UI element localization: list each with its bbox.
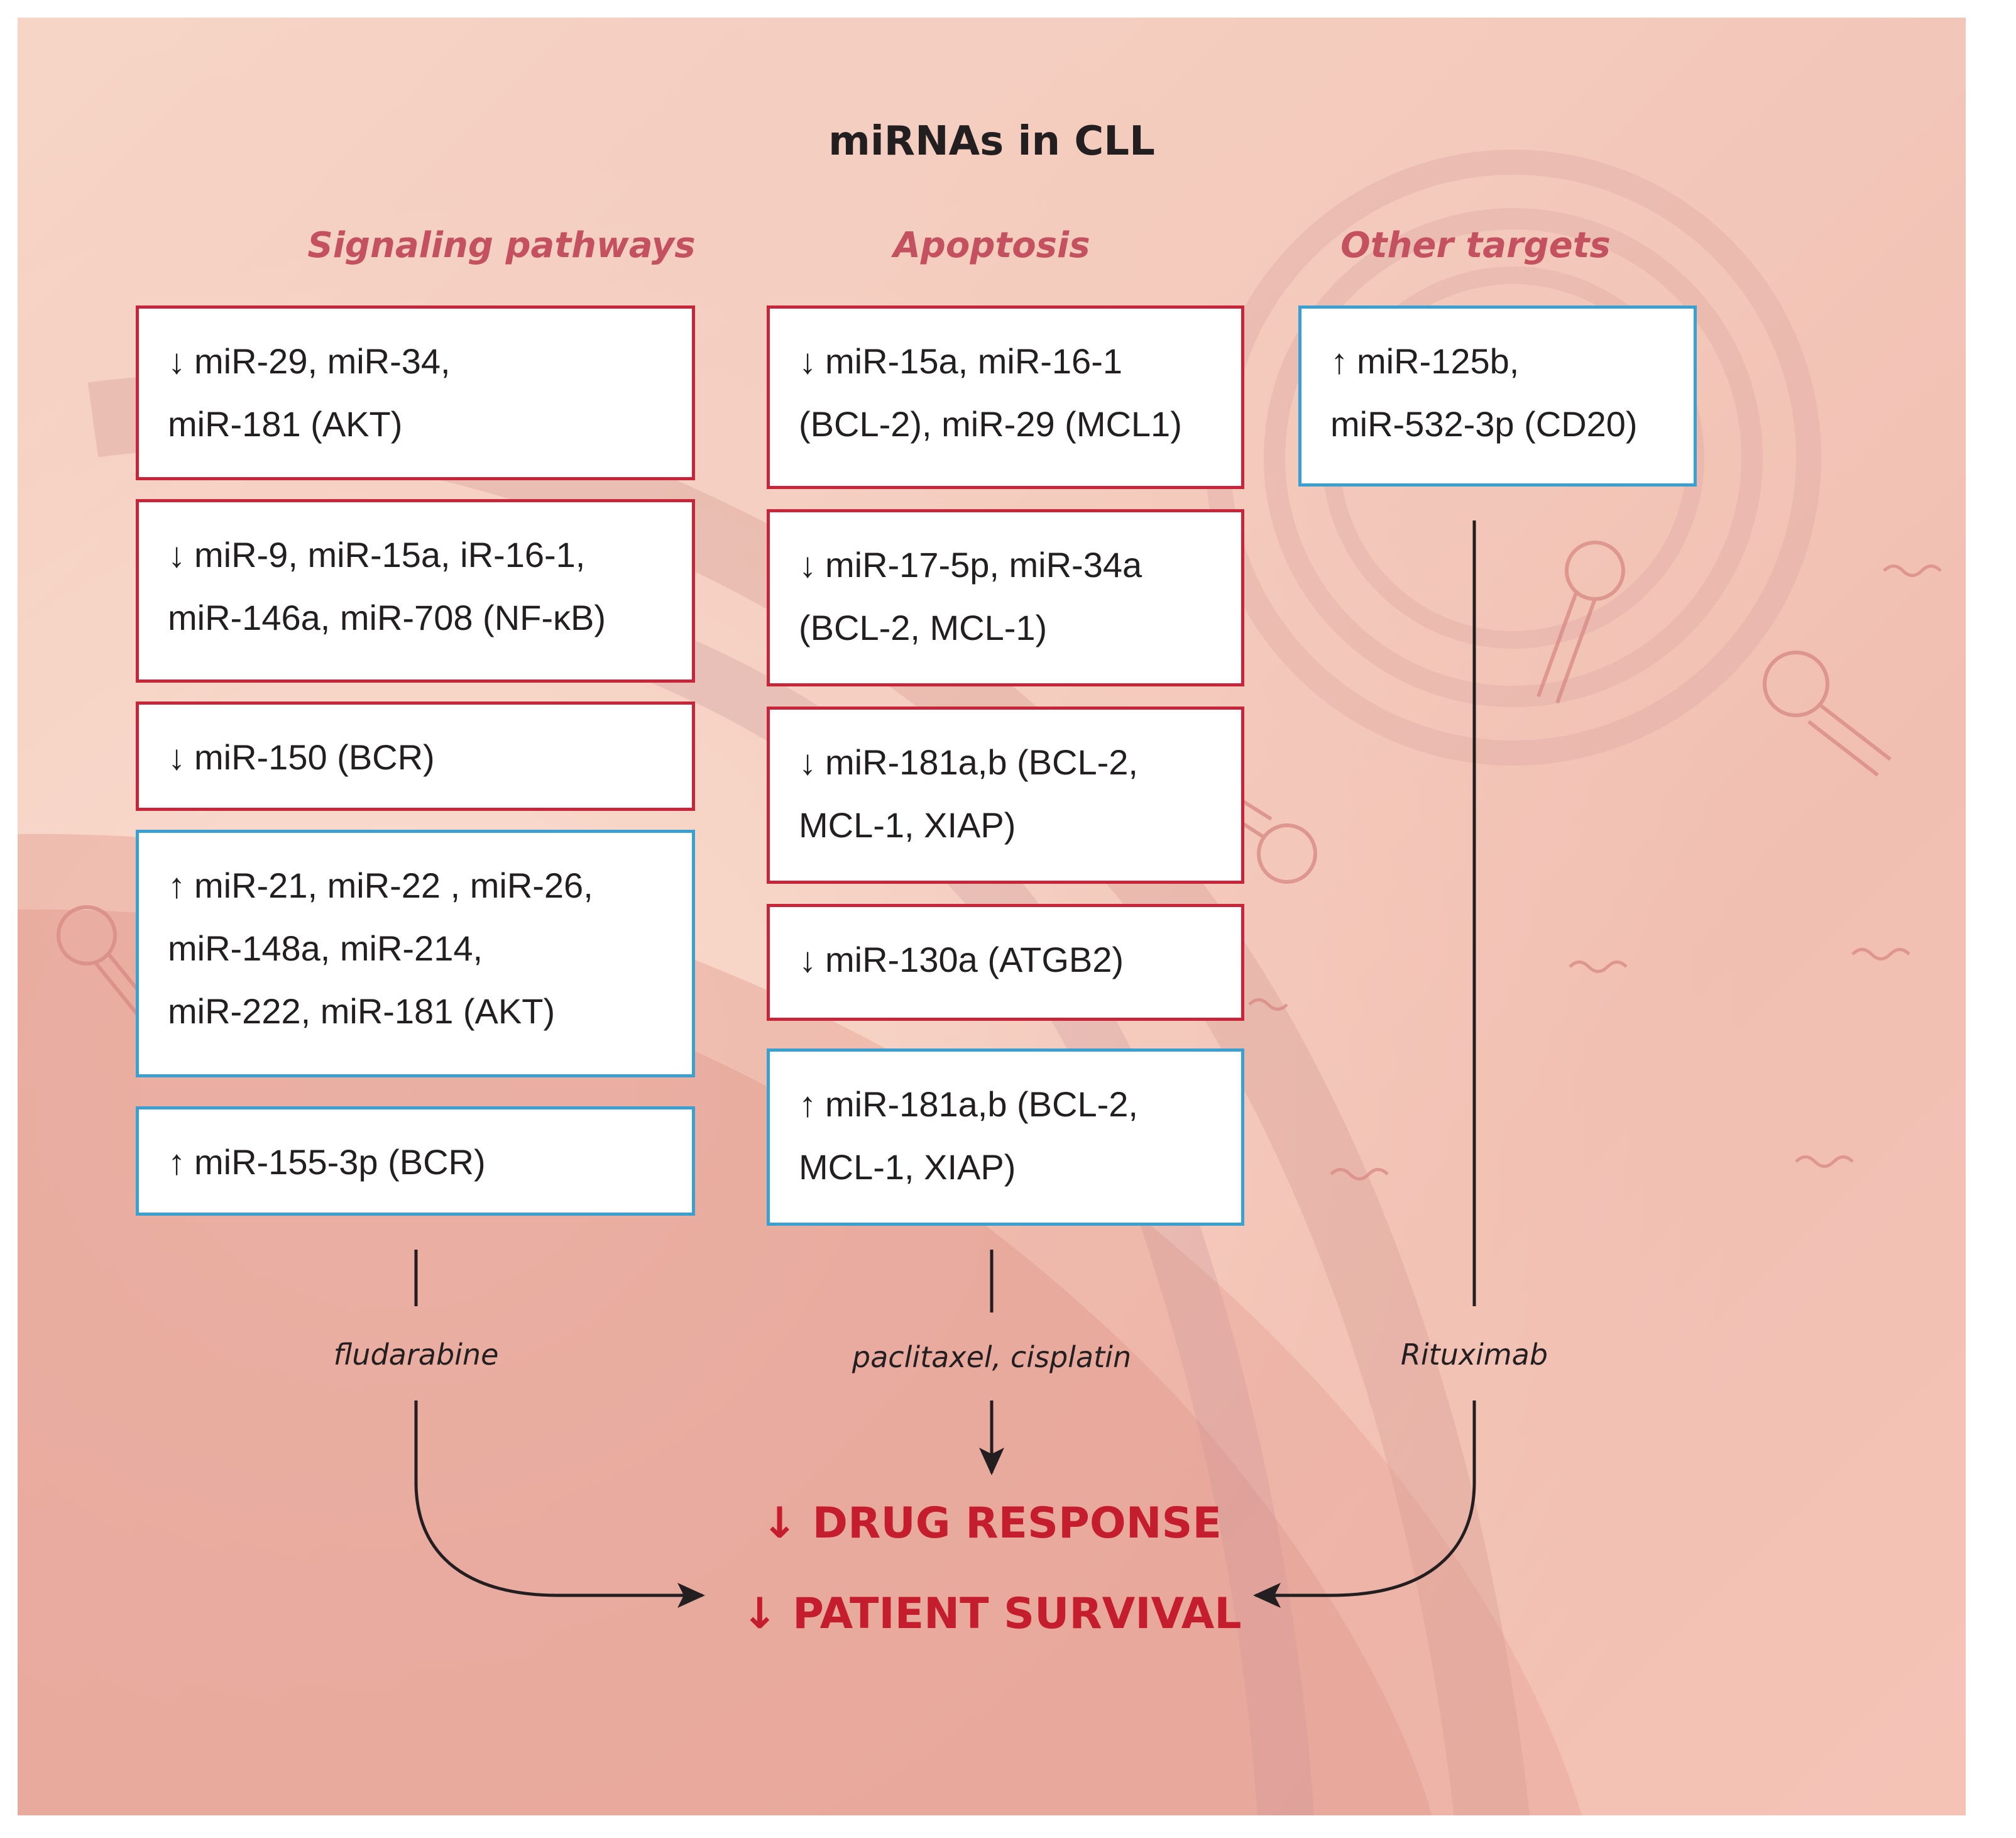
box-text: miR-9, miR-15a, iR-16-1, miR-146a, miR-7… <box>168 535 606 637</box>
down-arrow-icon: ↓ <box>168 535 185 575</box>
diagram-frame: miRNAs in CLL Signaling pathways Apoptos… <box>18 18 1966 1815</box>
box-apoptosis-1: ↓miR-15a, miR-16-1 (BCL-2), miR-29 (MCL1… <box>767 305 1244 489</box>
box-text: miR-17-5p, miR-34a (BCL-2, MCL-1) <box>799 545 1142 647</box>
up-arrow-icon: ↑ <box>799 1084 816 1124</box>
down-arrow-icon: ↓ <box>799 545 816 585</box>
up-arrow-icon: ↑ <box>1330 341 1348 381</box>
heading-other-targets: Other targets <box>1340 225 1611 266</box>
heading-apoptosis: Apoptosis <box>893 225 1090 266</box>
box-text: miR-130a (ATGB2) <box>825 940 1124 979</box>
down-arrow-icon: ↓ <box>168 341 185 381</box>
box-apoptosis-5: ↑miR-181a,b (BCL-2, MCL-1, XIAP) <box>767 1048 1244 1226</box>
down-arrow-icon: ↓ <box>168 737 185 777</box>
drug-label-rituximab: Rituximab <box>1400 1338 1548 1372</box>
box-apoptosis-2: ↓miR-17-5p, miR-34a (BCL-2, MCL-1) <box>767 509 1244 686</box>
flow-arrows <box>414 520 1476 1608</box>
heading-signaling-pathways: Signaling pathways <box>307 225 696 266</box>
box-text: miR-21, miR-22 , miR-26, miR-148a, miR-2… <box>168 866 593 1031</box>
box-text: miR-155-3p (BCR) <box>194 1142 486 1182</box>
diagram-title: miRNAs in CLL <box>828 118 1155 165</box>
box-signaling-3: ↓miR-150 (BCR) <box>136 702 695 811</box>
outcome-drug-response: ↓ DRUG RESPONSE <box>762 1499 1222 1548</box>
box-signaling-2: ↓miR-9, miR-15a, iR-16-1, miR-146a, miR-… <box>136 499 695 683</box>
box-text: miR-181a,b (BCL-2, MCL-1, XIAP) <box>799 1084 1138 1187</box>
down-arrow-icon: ↓ <box>799 341 816 381</box>
outcome-patient-survival: ↓ PATIENT SURVIVAL <box>742 1589 1242 1639</box>
down-arrow-icon: ↓ <box>799 742 816 782</box>
arrow-fludarabine <box>414 1401 705 1608</box>
arrow-rituximab <box>1253 1401 1476 1608</box>
box-text: miR-29, miR-34, miR-181 (AKT) <box>168 341 451 444</box>
drug-label-fludarabine: fludarabine <box>333 1338 499 1372</box>
box-apoptosis-3: ↓miR-181a,b (BCL-2, MCL-1, XIAP) <box>767 707 1244 884</box>
box-other-1: ↑miR-125b, miR-532-3p (CD20) <box>1298 305 1697 487</box>
down-arrow-icon: ↓ <box>799 940 816 979</box>
box-text: miR-181a,b (BCL-2, MCL-1, XIAP) <box>799 742 1138 845</box>
box-text: miR-125b, miR-532-3p (CD20) <box>1330 341 1638 444</box>
up-arrow-icon: ↑ <box>168 866 185 905</box>
box-text: miR-150 (BCR) <box>194 737 435 777</box>
box-signaling-5: ↑miR-155-3p (BCR) <box>136 1106 695 1216</box>
box-signaling-4: ↑miR-21, miR-22 , miR-26, miR-148a, miR-… <box>136 830 695 1077</box>
box-text: miR-15a, miR-16-1 (BCL-2), miR-29 (MCL1) <box>799 341 1182 444</box>
box-signaling-1: ↓miR-29, miR-34, miR-181 (AKT) <box>136 305 695 480</box>
box-apoptosis-4: ↓miR-130a (ATGB2) <box>767 904 1244 1021</box>
up-arrow-icon: ↑ <box>168 1142 185 1182</box>
drug-label-paclitaxel-cisplatin: paclitaxel, cisplatin <box>852 1340 1132 1374</box>
